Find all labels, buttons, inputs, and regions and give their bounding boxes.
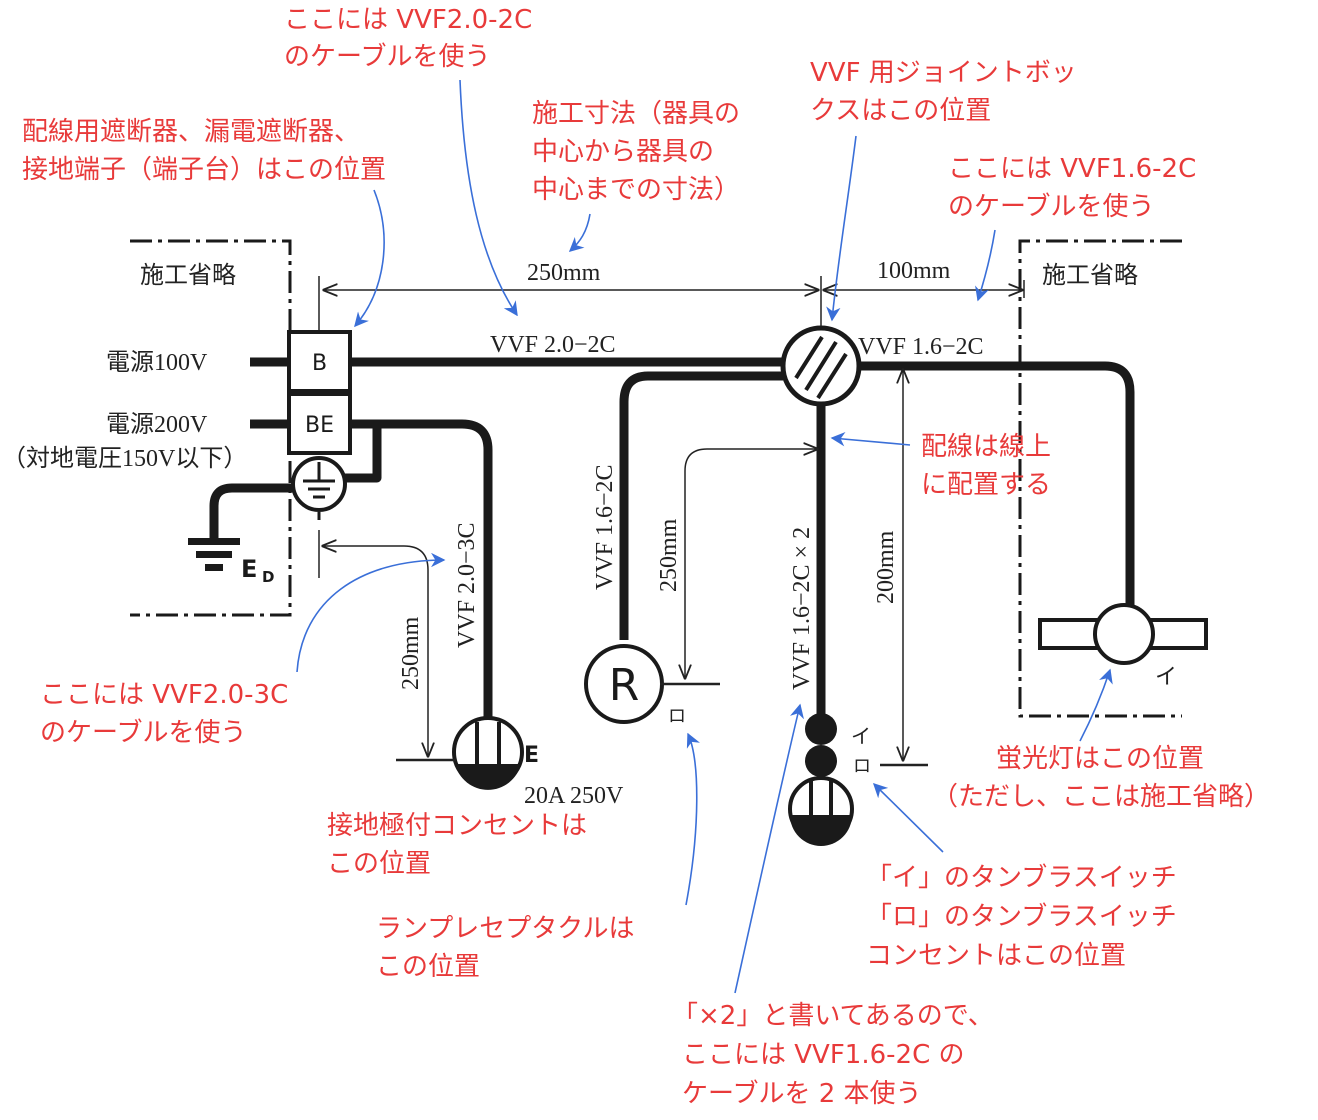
r-cable-label: VVF 1.6−2C (592, 464, 618, 590)
earth-label: E (241, 555, 257, 583)
svg-text:のケーブルを使う: のケーブルを使う (40, 718, 246, 748)
outlet-cable-label: VVF 2.0−3C (454, 522, 480, 648)
lamp-tag: イ (1155, 664, 1177, 689)
svg-text:ここには VVF2.0-3C: ここには VVF2.0-3C (40, 680, 288, 710)
svg-text:施工寸法（器具の: 施工寸法（器具の (532, 99, 740, 129)
switch-tag-i: イ (851, 726, 871, 748)
annotation-joint-box: VVF 用ジョイントボッ クスはこの位置 (810, 58, 1077, 126)
dim-outlet: 250mm (398, 616, 424, 690)
receptacle-tag: ロ (668, 706, 686, 726)
dim-top-left: 250mm (527, 260, 601, 286)
joint-box (780, 325, 862, 407)
annotation-cable20-2c: ここには VVF2.0-2C のケーブルを使う (284, 5, 532, 72)
svg-text:この位置: この位置 (327, 849, 431, 879)
grounded-outlet: E 20A 250V (452, 716, 624, 809)
svg-text:接地端子（端子台）はこの位置: 接地端子（端子台）はこの位置 (22, 155, 386, 185)
svg-text:中心までの寸法）: 中心までの寸法） (532, 175, 740, 205)
r-cable-wire (619, 371, 783, 640)
annotation-breaker-position: 配線用遮断器、漏電遮断器、 接地端子（端子台）はこの位置 (22, 117, 386, 185)
leader-lines (296, 79, 1113, 994)
svg-text:クスはこの位置: クスはこの位置 (810, 96, 991, 126)
annotation-fluorescent: 蛍光灯はこの位置 （ただし、ここは施工省略） (932, 744, 1270, 812)
dim-top-right: 100mm (877, 258, 951, 284)
annotation-switches: 「イ」のタンブラスイッチ 「ロ」のタンブラスイッチ コンセントはこの位置 (866, 863, 1177, 971)
power-200v-note: （対地電圧150V以下） (2, 445, 247, 472)
outlet-cable-wire (350, 419, 493, 728)
outlet-rating: 20A 250V (524, 783, 624, 809)
earth-symbol: E D (188, 538, 274, 586)
dim-r-height: 250mm (656, 518, 682, 592)
power-200v-label: 電源200V (106, 411, 208, 438)
switch-tag-ro: ロ (853, 756, 871, 776)
right-cable-label: VVF 1.6−2C (858, 334, 984, 360)
ground-terminal (291, 456, 347, 512)
svg-text:接地極付コンセントは: 接地極付コンセントは (327, 811, 587, 841)
annotation-cable20-3c: ここには VVF2.0-3C のケーブルを使う (40, 680, 288, 748)
svg-text:「イ」のタンブラスイッチ: 「イ」のタンブラスイッチ (866, 863, 1177, 893)
receptacle-label: R (609, 660, 640, 711)
svg-text:のケーブルを使う: のケーブルを使う (948, 192, 1154, 222)
breaker-b: B (287, 330, 352, 393)
main-cable-label: VVF 2.0−2C (490, 332, 616, 358)
svg-text:中心から器具の: 中心から器具の (532, 137, 714, 167)
svg-text:（ただし、ここは施工省略）: （ただし、ここは施工省略） (932, 782, 1270, 812)
svg-text:に配置する: に配置する (921, 470, 1051, 500)
svg-text:ケーブルを 2 本使う: ケーブルを 2 本使う (682, 1079, 922, 1109)
earth-subscript: D (262, 568, 274, 586)
leakage-breaker-label: BE (305, 413, 334, 438)
svg-text:コンセントはこの位置: コンセントはこの位置 (866, 941, 1126, 971)
annotation-dimension: 施工寸法（器具の 中心から器具の 中心までの寸法） (532, 99, 740, 205)
svg-text:配線用遮断器、漏電遮断器、: 配線用遮断器、漏電遮断器、 (22, 117, 360, 147)
svg-text:VVF 用ジョイントボッ: VVF 用ジョイントボッ (810, 58, 1077, 88)
fluorescent-lamp: イ (1038, 603, 1208, 689)
omit-label-right: 施工省略 (1042, 262, 1138, 289)
power-100v-label: 電源100V (106, 349, 208, 376)
leakage-breaker-be: BE (287, 392, 352, 455)
lamp-receptacle: R ロ (584, 644, 686, 726)
svg-text:「×2」と書いてあるので、: 「×2」と書いてあるので、 (672, 1001, 994, 1031)
svg-text:ここには VVF2.0-2C: ここには VVF2.0-2C (284, 5, 532, 35)
right-cable-wire (858, 361, 1135, 610)
svg-text:蛍光灯はこの位置: 蛍光灯はこの位置 (996, 744, 1204, 774)
switch-set: イ ロ (788, 713, 871, 846)
omit-label-left: 施工省略 (140, 262, 236, 289)
svg-text:のケーブルを使う: のケーブルを使う (284, 42, 490, 72)
svg-text:ここには VVF1.6-2C の: ここには VVF1.6-2C の (682, 1040, 964, 1070)
annotation-on-line: 配線は線上 に配置する (921, 432, 1051, 500)
outlet-e-label: E (524, 743, 539, 768)
svg-text:ここには VVF1.6-2C: ここには VVF1.6-2C (948, 154, 1196, 184)
svg-text:「ロ」のタンブラスイッチ: 「ロ」のタンブラスイッチ (866, 902, 1177, 932)
annotation-outlet-position: 接地極付コンセントは この位置 (327, 811, 587, 879)
annotation-receptacle-position: ランプレセプタクルは この位置 (376, 914, 634, 982)
switch-cable-label: VVF 1.6−2C × 2 (789, 527, 815, 690)
wires (209, 357, 1135, 728)
svg-text:配線は線上: 配線は線上 (921, 432, 1051, 462)
svg-text:ランプレセプタクルは: ランプレセプタクルは (376, 914, 634, 944)
omit-area-right: 施工省略 (1018, 239, 1182, 718)
annotation-cable16-2c: ここには VVF1.6-2C のケーブルを使う (948, 154, 1196, 222)
breaker-label: B (312, 351, 327, 376)
svg-text:この位置: この位置 (376, 952, 480, 982)
dimension-lines (318, 276, 1025, 767)
dim-switch-height: 200mm (873, 530, 899, 604)
annotation-times2: 「×2」と書いてあるので、 ここには VVF1.6-2C の ケーブルを 2 本… (672, 1001, 994, 1109)
